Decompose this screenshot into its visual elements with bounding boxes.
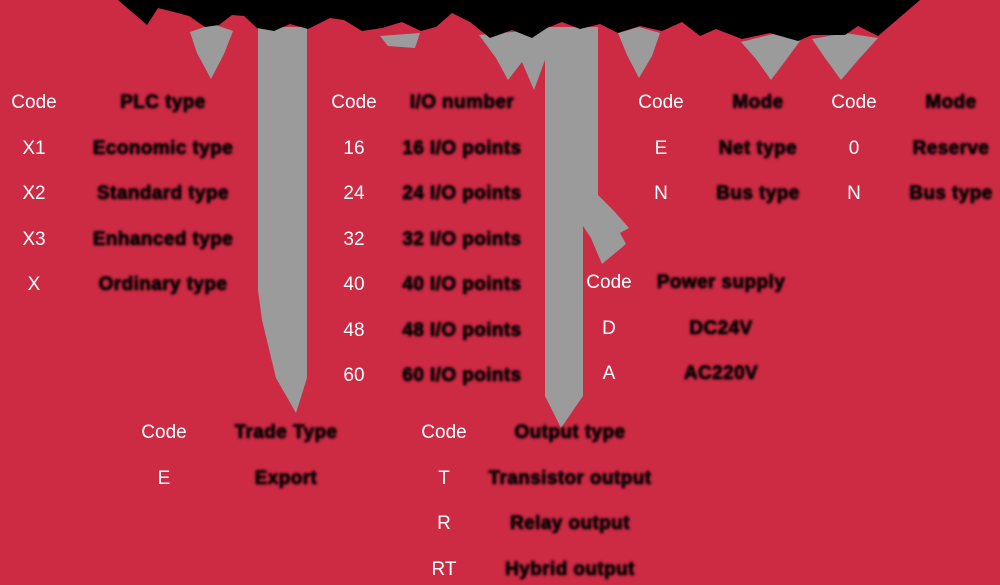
gray-nub bbox=[380, 33, 420, 48]
code-value: X2 bbox=[22, 183, 46, 205]
arrow-bar-to-trade-type-table bbox=[258, 27, 307, 413]
code-label: Standard type bbox=[97, 183, 229, 205]
code-label: Enhanced type bbox=[92, 228, 234, 250]
code-label: Economic type bbox=[92, 137, 234, 159]
table-io-number: Code I/O number 16 16 I/O points 24 24 I… bbox=[320, 80, 522, 399]
table-mode-0n: Code Mode 0 Reserve N Bus type bbox=[820, 80, 1000, 217]
code-value: A bbox=[602, 363, 616, 385]
code-value: 24 bbox=[343, 183, 365, 205]
table-title: PLC type bbox=[120, 92, 206, 114]
code-column-header: Code bbox=[141, 422, 187, 444]
table-title: Trade Type bbox=[234, 422, 338, 444]
table-title: Mode bbox=[732, 92, 784, 114]
code-column-header: Code bbox=[421, 422, 467, 444]
code-label: Transistor output bbox=[488, 467, 652, 489]
code-label: Bus type bbox=[909, 183, 993, 205]
table-output-type: Code Output type T Transistor output R R… bbox=[410, 410, 654, 585]
code-column-header: Code bbox=[831, 92, 877, 114]
code-value: T bbox=[438, 467, 450, 489]
arrow-to-io-number-table bbox=[479, 29, 545, 90]
code-value: N bbox=[654, 183, 668, 205]
code-value: 48 bbox=[343, 319, 365, 341]
code-value: RT bbox=[431, 558, 457, 580]
code-value: N bbox=[847, 183, 861, 205]
code-label: 60 I/O points bbox=[402, 365, 522, 387]
table-title: Mode bbox=[925, 92, 977, 114]
code-value: 0 bbox=[848, 137, 860, 159]
code-label: DC24V bbox=[689, 317, 753, 339]
code-column-header: Code bbox=[586, 272, 632, 294]
code-label: AC220V bbox=[683, 363, 759, 385]
code-label: Reserve bbox=[912, 137, 990, 159]
code-value: X1 bbox=[22, 137, 46, 159]
arrow-bar-to-output-type-table bbox=[545, 27, 598, 428]
arrow-to-mode-right-2 bbox=[812, 33, 878, 80]
code-value: 16 bbox=[343, 137, 365, 159]
arrow-to-plc-type-table bbox=[190, 24, 233, 79]
table-title: Output type bbox=[514, 422, 626, 444]
code-value: E bbox=[157, 467, 171, 489]
code-value: X bbox=[27, 274, 41, 296]
code-label: Hybrid output bbox=[505, 558, 635, 580]
code-label: Relay output bbox=[510, 513, 630, 535]
code-value: 60 bbox=[343, 365, 365, 387]
code-label: Bus type bbox=[716, 183, 800, 205]
table-power-supply: Code Power supply D DC24V A AC220V bbox=[575, 260, 791, 397]
code-column-header: Code bbox=[638, 92, 684, 114]
code-label: 24 I/O points bbox=[402, 183, 522, 205]
table-trade-type: Code Trade Type E Export bbox=[130, 410, 366, 501]
code-column-header: Code bbox=[331, 92, 377, 114]
code-value: 40 bbox=[343, 274, 365, 296]
code-label: 40 I/O points bbox=[402, 274, 522, 296]
table-mode-en: Code Mode E Net type N Bus type bbox=[627, 80, 813, 217]
table-plc-type: Code PLC type X1 Economic type X2 Standa… bbox=[0, 80, 238, 308]
code-value: E bbox=[654, 137, 668, 159]
code-column-header: Code bbox=[11, 92, 57, 114]
arrow-branch-to-power-supply-table bbox=[583, 195, 629, 264]
arrow-to-mode-right-1 bbox=[741, 34, 800, 80]
code-value: D bbox=[602, 317, 616, 339]
code-label: Export bbox=[254, 467, 318, 489]
model-number-cropped-blob bbox=[118, 0, 920, 41]
code-value: 32 bbox=[343, 228, 365, 250]
code-value: X3 bbox=[22, 228, 46, 250]
code-value: R bbox=[437, 513, 451, 535]
code-label: 16 I/O points bbox=[402, 137, 522, 159]
arrow-to-mode-en-table bbox=[618, 27, 660, 78]
code-label: Net type bbox=[718, 137, 798, 159]
code-label: 48 I/O points bbox=[402, 319, 522, 341]
code-label: Ordinary type bbox=[98, 274, 228, 296]
table-title: Power supply bbox=[656, 272, 786, 294]
table-title: I/O number bbox=[409, 92, 515, 114]
code-label: 32 I/O points bbox=[402, 228, 522, 250]
